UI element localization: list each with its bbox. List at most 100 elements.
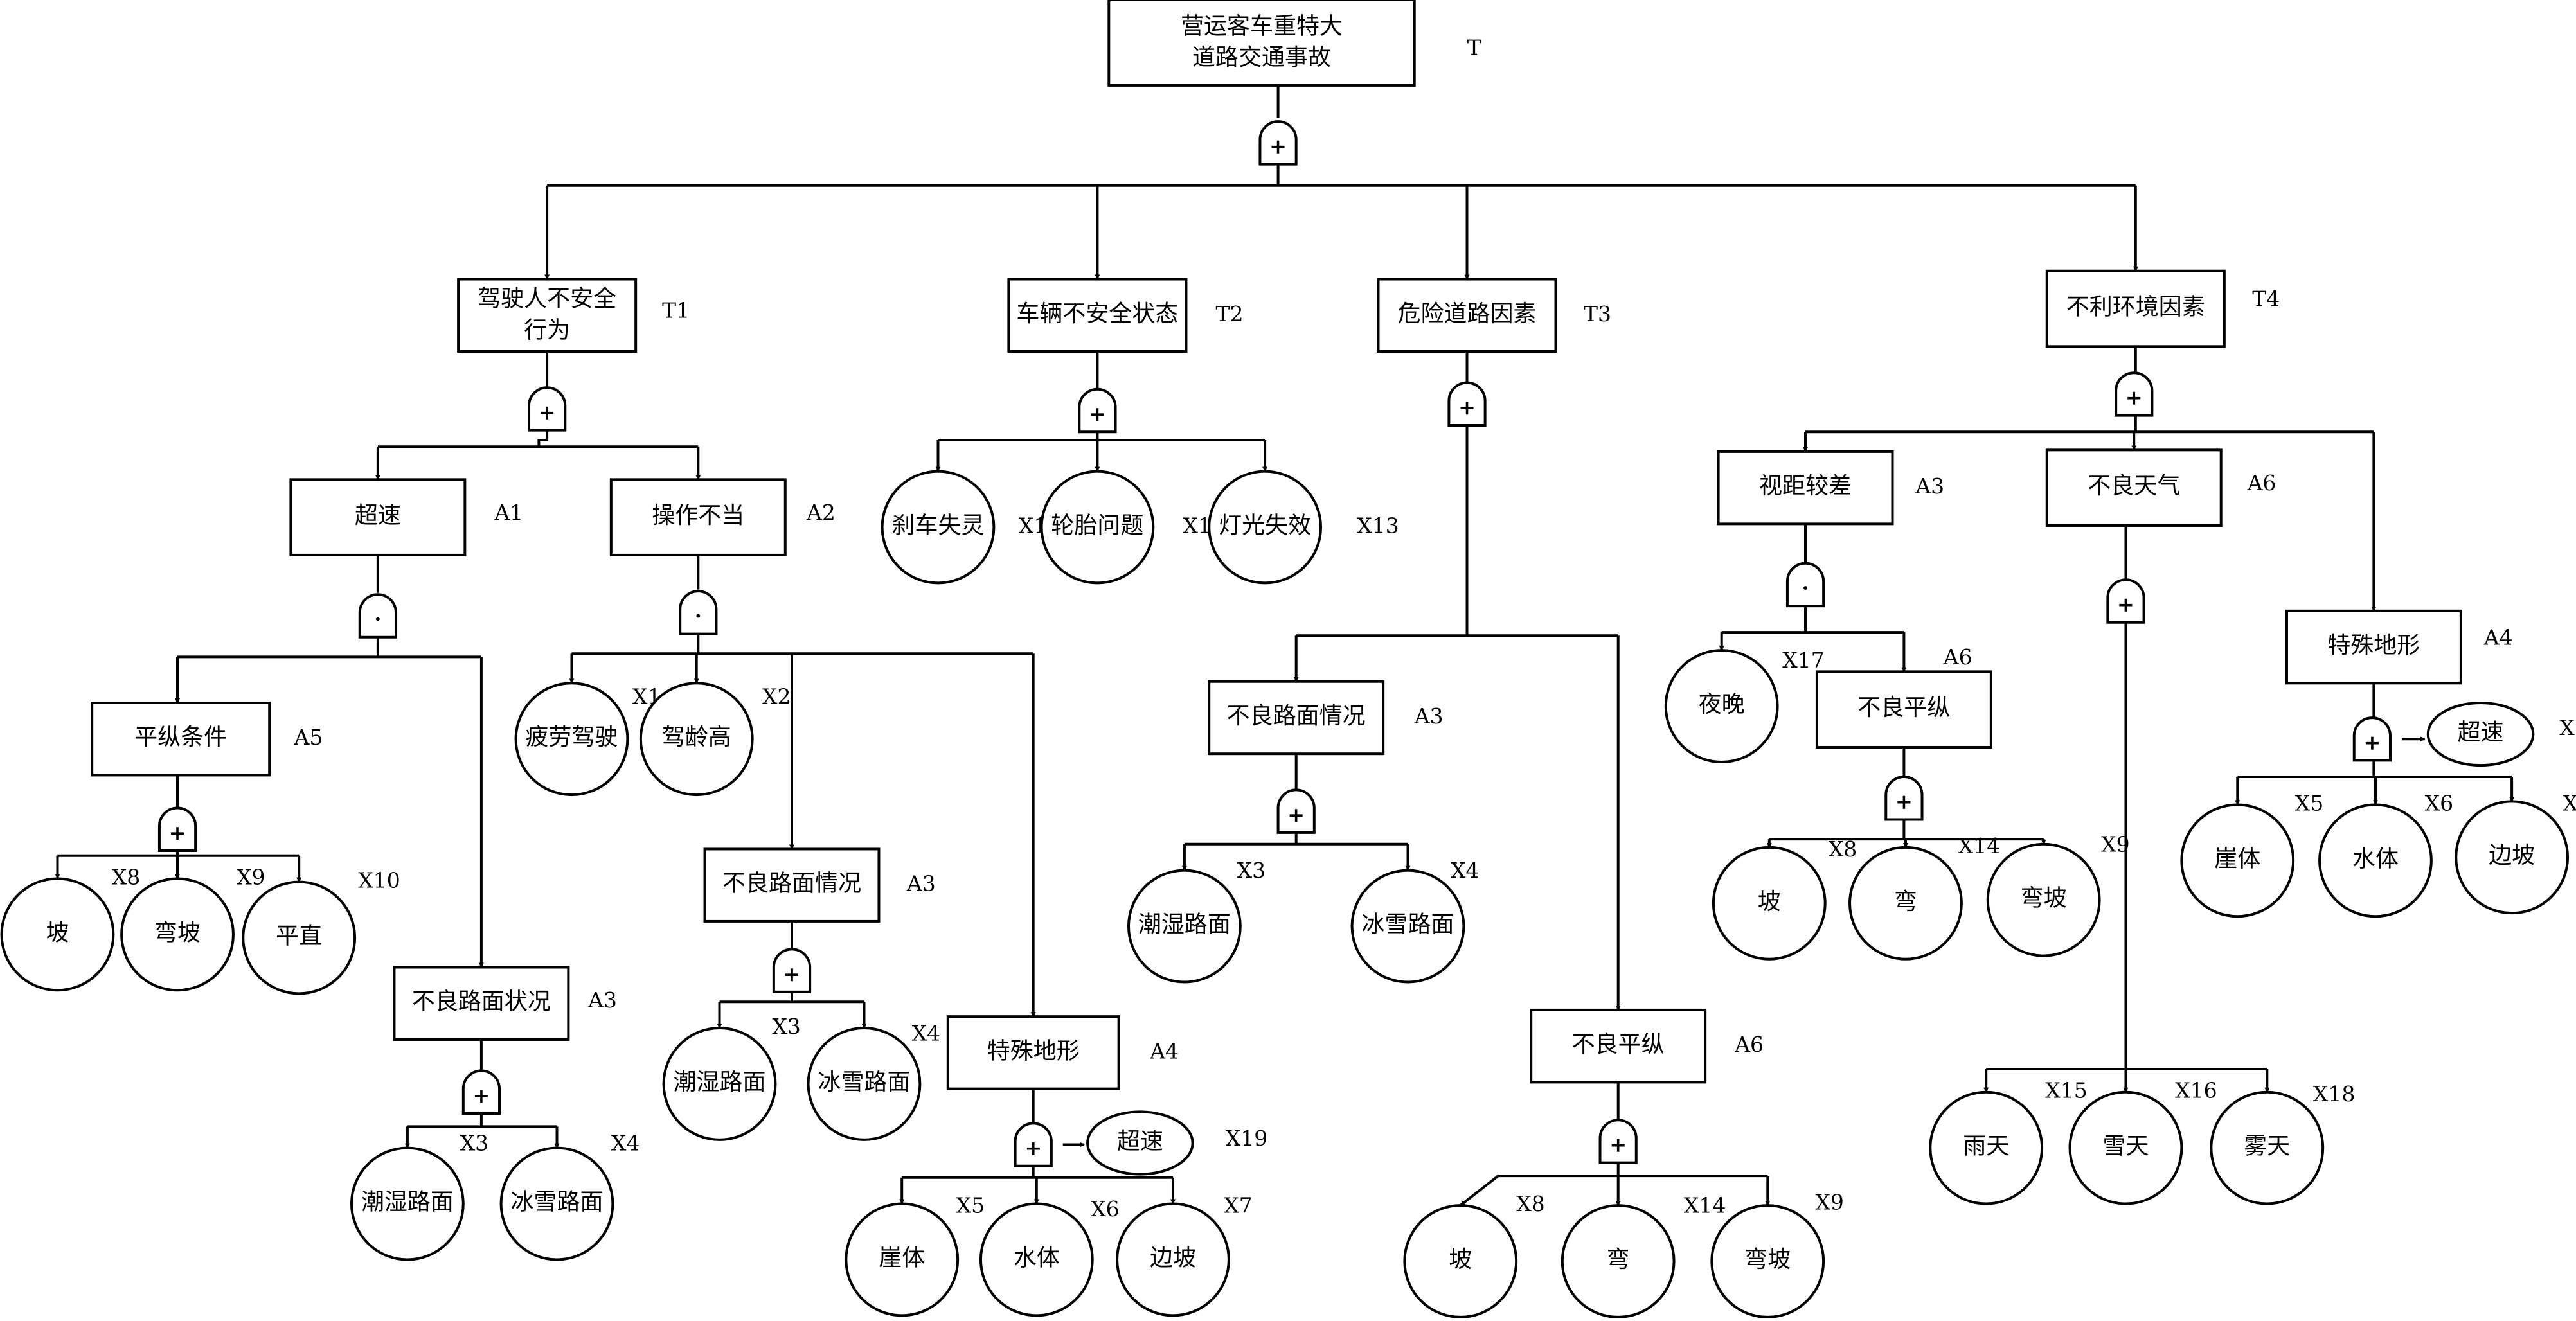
gate-a6-t3-or: + [1598, 1119, 1638, 1164]
basic-event-x3-c: 潮湿路面 X3 [1127, 858, 1266, 984]
event-title: 操作不当 [652, 502, 744, 529]
event-tag: A2 [806, 500, 836, 525]
basic-event-x18: 雾天 X18 [2210, 1081, 2355, 1205]
basic-event-tag: X5 [2295, 790, 2324, 815]
gate-a4-t4-or: + [2352, 716, 2392, 762]
connector-line [537, 430, 549, 447]
event-title: 车辆不安全状态 [1016, 301, 1178, 327]
basic-event-tag: X7 [1224, 1193, 1253, 1218]
event-title: 驾驶人不安全 [478, 286, 616, 312]
or-gate-symbol: + [1269, 134, 1287, 159]
basic-event-label: 弯坡 [1744, 1246, 1791, 1273]
basic-event-x3-b: 潮湿路面 X3 [662, 1014, 801, 1141]
basic-event-tag: X13 [1357, 513, 1399, 538]
basic-event-label: 灯光失效 [1219, 512, 1311, 538]
gate-a3-t4-and: · [1785, 562, 1825, 608]
event-title: 不良平纵 [1572, 1031, 1665, 1058]
or-gate-symbol: + [1287, 802, 1305, 827]
gate-t2-or: + [1078, 388, 1117, 434]
basic-event-label: 超速 [1117, 1128, 1163, 1155]
or-gate-symbol: + [2125, 386, 2143, 410]
event-tag: A4 [1149, 1038, 1179, 1063]
event-tag: A6 [2247, 470, 2276, 495]
event-box-a4-a2: 特殊地形 A4 [946, 1015, 1179, 1090]
basic-event-tag: X4 [912, 1020, 941, 1045]
basic-event-tag: X5 [956, 1193, 985, 1218]
basic-event-tag: X9 [1815, 1190, 1844, 1215]
basic-event-label: 冰雪路面 [1361, 912, 1454, 938]
event-tag: T [1467, 35, 1481, 60]
basic-event-label: 雪天 [2102, 1133, 2149, 1160]
basic-event-label: 坡 [1758, 889, 1781, 915]
basic-event-tag: X7 [2563, 790, 2576, 815]
basic-event-tag: X3 [1237, 858, 1266, 883]
basic-event-label: 水体 [1014, 1245, 1060, 1271]
event-tag: A6 [1943, 644, 1972, 669]
basic-event-x16: 雪天 X16 [2068, 1078, 2217, 1205]
basic-event-tag: X8 [112, 864, 141, 889]
event-tag: A3 [587, 988, 617, 1013]
basic-event-label: 潮湿路面 [674, 1069, 766, 1095]
basic-event-label: 弯坡 [2021, 885, 2067, 912]
basic-event-label: 超速 [2458, 720, 2504, 746]
basic-event-tag: X16 [2175, 1078, 2217, 1103]
or-gate-symbol: + [1609, 1133, 1627, 1157]
basic-event-label: 平直 [276, 923, 322, 949]
basic-event-label: 坡 [1449, 1246, 1472, 1273]
basic-event-tag: X19 [2559, 715, 2576, 740]
basic-event-label: 冰雪路面 [510, 1189, 603, 1216]
or-gate-symbol: + [2363, 730, 2381, 754]
basic-event-x8-c: 坡X8 [1712, 837, 1857, 961]
gate-a6-t4-or: + [1884, 776, 1924, 821]
basic-event-x9-a: 弯坡 X9 [120, 864, 265, 992]
basic-event-label: 弯坡 [154, 919, 201, 946]
or-gate-symbol: + [1458, 395, 1476, 420]
event-subtitle: 道路交通事故 [1192, 44, 1331, 71]
basic-event-tag: X9 [237, 864, 265, 889]
basic-event-label: 轮胎问题 [1051, 512, 1143, 538]
gate-top-or: + [1258, 120, 1298, 166]
basic-event-tag: X2 [762, 684, 791, 709]
basic-event-x13: 灯光失效 X13 [1208, 470, 1399, 585]
and-gate-symbol: · [1802, 576, 1809, 600]
event-title: 特殊地形 [987, 1038, 1080, 1064]
connector-lines [55, 85, 2515, 1207]
basic-event-label: 坡 [46, 919, 69, 946]
event-tag: A3 [1915, 474, 1944, 499]
basic-event-tag: X3 [460, 1131, 489, 1156]
basic-event-label: 雾天 [2244, 1133, 2290, 1160]
basic-event-label: 潮湿路面 [1138, 912, 1231, 938]
basic-event-tag: X18 [2313, 1081, 2355, 1106]
event-tag: T3 [1584, 301, 1611, 326]
event-title: 不良路面情况 [722, 871, 861, 897]
event-tag: T2 [1215, 301, 1243, 326]
basic-event-label: 弯 [1607, 1246, 1630, 1273]
basic-event-label: 刹车失灵 [891, 512, 984, 538]
basic-event-tag: X15 [2045, 1078, 2087, 1103]
event-title: 不良平纵 [1857, 695, 1950, 721]
or-gate-symbol: + [783, 962, 801, 986]
basic-event-tag: X6 [2425, 790, 2454, 815]
gate-t1-or: + [528, 386, 567, 432]
and-gate-symbol: · [695, 604, 702, 628]
basic-event-tag: X3 [772, 1014, 801, 1039]
basic-event-label: 崖体 [2214, 846, 2260, 872]
basic-event-label: 冰雪路面 [818, 1069, 910, 1095]
